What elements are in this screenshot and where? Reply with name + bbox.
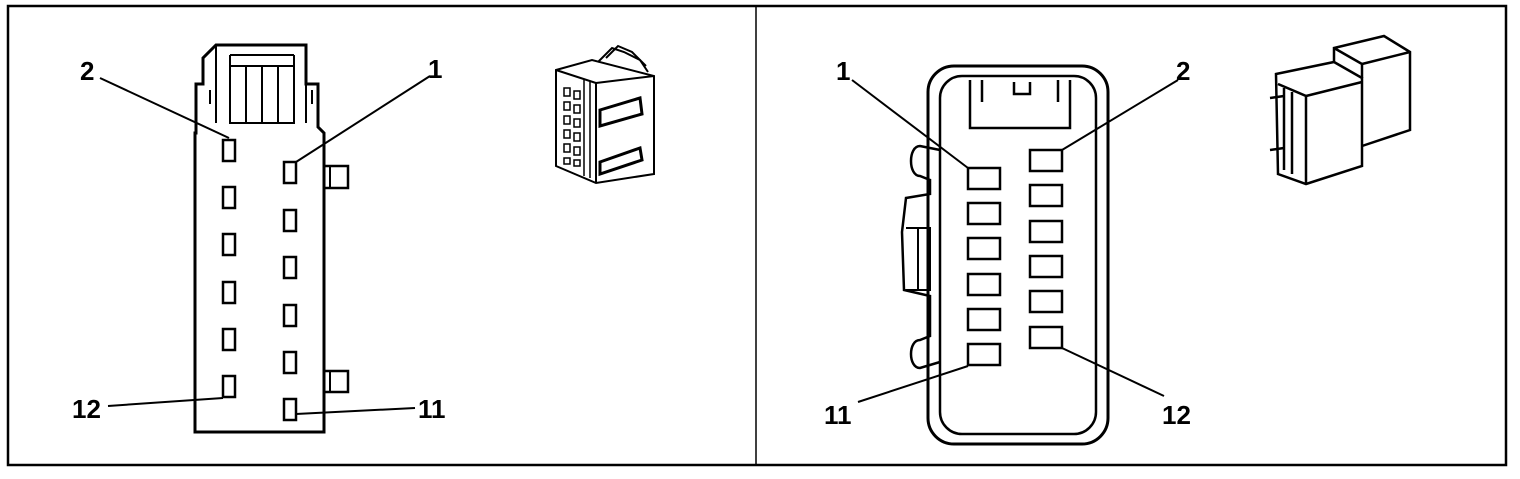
right-cavity-8 — [1028, 254, 1064, 279]
left-panel — [193, 43, 350, 434]
left-pin-label-2: 2 — [80, 56, 94, 86]
left-cavity-5 — [282, 255, 298, 280]
left-cavities — [221, 138, 298, 422]
right-cavity-3 — [966, 201, 1002, 226]
outer-frame — [6, 4, 1508, 467]
left-pin-label-12: 12 — [72, 394, 101, 424]
left-leader-12 — [107, 397, 224, 407]
left-pin-label-1: 1 — [428, 54, 442, 84]
left-cavity-3 — [282, 208, 298, 233]
left-pin-label-11: 11 — [418, 394, 446, 424]
right-cavity-4 — [1028, 183, 1064, 208]
right-pin-label-2: 2 — [1176, 56, 1190, 86]
left-connector-latch — [209, 45, 313, 124]
right-cavity-11 — [966, 342, 1002, 367]
left-side-tab-upper — [324, 164, 350, 190]
right-cavity-6 — [1028, 219, 1064, 244]
left-cavity-2 — [221, 138, 237, 163]
right-pin-label-12: 12 — [1162, 400, 1191, 430]
right-leader-lines — [851, 79, 1179, 403]
right-connector-shroud-inner — [938, 74, 1098, 436]
left-cavity-1 — [282, 160, 298, 185]
right-leader-11 — [857, 365, 969, 403]
left-side-tab-lower — [324, 369, 350, 394]
left-cavity-7 — [282, 303, 298, 328]
left-leader-1 — [295, 75, 431, 163]
right-leader-12 — [1061, 347, 1165, 397]
right-leader-1 — [851, 79, 969, 169]
left-cavity-4 — [221, 185, 237, 210]
connector-isometric-icon — [1269, 34, 1412, 186]
right-leader-2 — [1061, 79, 1179, 151]
right-panel — [900, 64, 1110, 446]
right-cavity-5 — [966, 236, 1002, 261]
connector-isometric-icon — [555, 44, 655, 185]
left-cavity-6 — [221, 232, 237, 257]
right-cavity-7 — [966, 272, 1002, 297]
right-pin-label-11: 11 — [824, 400, 852, 430]
left-connector-body — [193, 43, 326, 434]
left-leader-lines — [99, 75, 431, 415]
right-cavities — [966, 148, 1064, 367]
right-cavity-12 — [1028, 325, 1064, 350]
right-cavity-10 — [1028, 289, 1064, 314]
right-side-latch — [900, 144, 941, 370]
left-cavity-12 — [221, 374, 237, 399]
right-cavity-9 — [966, 307, 1002, 332]
left-cavity-11 — [282, 397, 298, 422]
left-cavity-9 — [282, 350, 298, 375]
right-cavity-2 — [1028, 148, 1064, 173]
right-connector-shroud-outer — [926, 64, 1110, 446]
right-connector-latch — [968, 80, 1072, 130]
left-leader-2 — [99, 77, 230, 139]
left-cavity-10 — [221, 327, 237, 352]
left-leader-11 — [295, 407, 416, 415]
right-cavity-1 — [966, 166, 1002, 191]
right-pin-label-1: 1 — [836, 56, 850, 86]
left-cavity-8 — [221, 280, 237, 305]
